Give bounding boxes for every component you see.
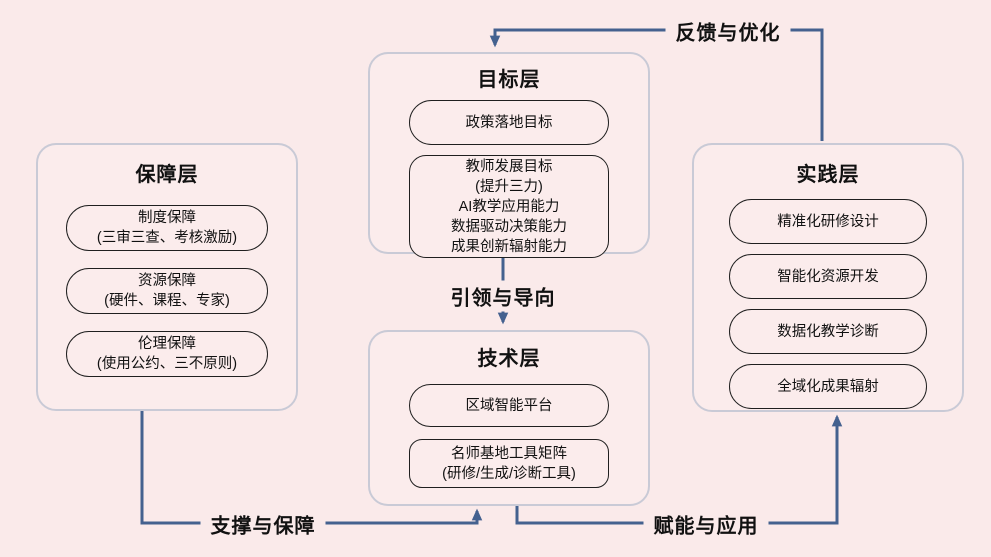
panel-title: 实践层 <box>796 164 860 186</box>
node-line: 资源保障 <box>138 273 196 289</box>
node-line: 区域智能平台 <box>465 397 553 414</box>
node-line: 制度保障 <box>138 210 196 226</box>
node-line: 数据驱动决策能力 <box>451 218 567 235</box>
node-data-teaching-diagnosis: 数据化教学诊断 <box>729 309 927 354</box>
node-line: AI教学应用能力 <box>458 198 560 215</box>
connector-label-feedback: 反馈与优化 <box>665 15 791 47</box>
node-line: 精准化研修设计 <box>777 213 879 230</box>
connector-label-empower: 赋能与应用 <box>643 508 769 540</box>
node-line: 名师基地工具矩阵 <box>451 445 567 462</box>
node-tool-matrix: 名师基地工具矩阵 (研修/生成/诊断工具) <box>409 439 609 488</box>
node-system-guarantee: 制度保障 (三审三查、考核激励) <box>66 205 268 251</box>
node-line: 成果创新辐射能力 <box>451 238 567 255</box>
connector-label-support: 支撑与保障 <box>200 508 326 540</box>
node-intelligent-resource-dev: 智能化资源开发 <box>729 254 927 299</box>
node-line: 全域化成果辐射 <box>777 378 879 395</box>
panel-practice-layer: 实践层 精准化研修设计 智能化资源开发 数据化教学诊断 全域化成果辐射 <box>692 143 964 412</box>
node-policy-goal: 政策落地目标 <box>409 100 609 145</box>
node-line: (三审三查、考核激励) <box>96 230 238 246</box>
node-line: (提升三力) <box>475 178 543 195</box>
node-line: (研修/生成/诊断工具) <box>442 465 576 482</box>
node-ethics-guarantee: 伦理保障 (使用公约、三不原则) <box>66 331 268 377</box>
node-line: 教师发展目标 <box>465 158 553 175</box>
node-line: 政策落地目标 <box>465 114 553 131</box>
panel-title: 技术层 <box>477 348 541 370</box>
node-line: (硬件、课程、专家) <box>104 293 230 309</box>
node-teacher-development-goal: 教师发展目标 (提升三力) AI教学应用能力 数据驱动决策能力 成果创新辐射能力 <box>409 155 609 258</box>
node-line: 伦理保障 <box>138 336 196 352</box>
node-line: 数据化教学诊断 <box>777 323 879 340</box>
node-resource-guarantee: 资源保障 (硬件、课程、专家) <box>66 268 268 314</box>
node-line: 智能化资源开发 <box>777 268 879 285</box>
panel-title: 目标层 <box>477 69 541 91</box>
panel-guarantee-layer: 保障层 制度保障 (三审三查、考核激励) 资源保障 (硬件、课程、专家) 伦理保… <box>36 143 298 411</box>
panel-technology-layer: 技术层 区域智能平台 名师基地工具矩阵 (研修/生成/诊断工具) <box>368 330 650 506</box>
node-regional-platform: 区域智能平台 <box>409 384 609 427</box>
connector-label-guidance: 引领与导向 <box>440 280 566 312</box>
node-global-result-radiation: 全域化成果辐射 <box>729 364 927 409</box>
node-line: (使用公约、三不原则) <box>96 356 238 372</box>
node-precise-training-design: 精准化研修设计 <box>729 199 927 244</box>
panel-goal-layer: 目标层 政策落地目标 教师发展目标 (提升三力) AI教学应用能力 数据驱动决策… <box>368 52 650 258</box>
panel-title: 保障层 <box>135 164 199 186</box>
